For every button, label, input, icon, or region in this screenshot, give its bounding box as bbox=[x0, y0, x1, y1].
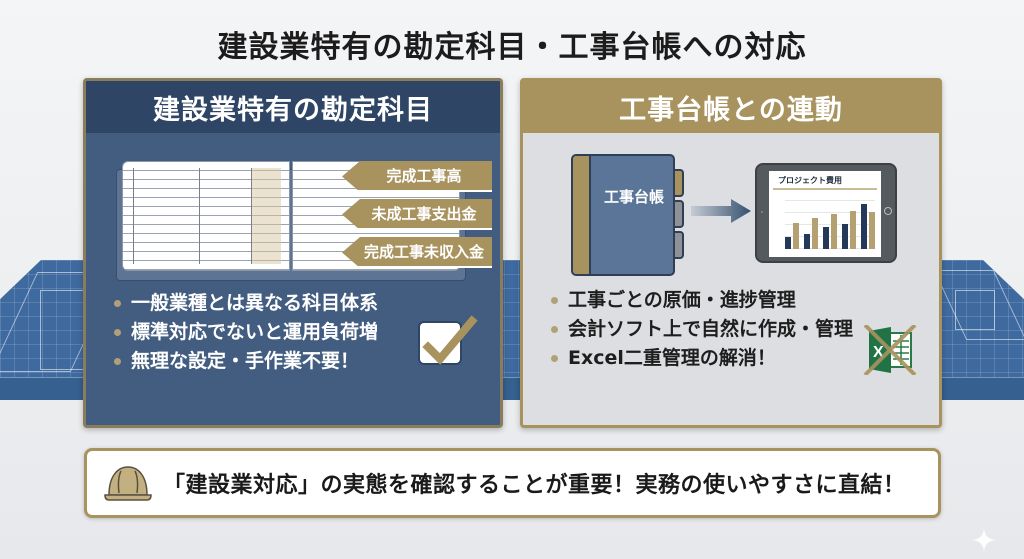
bar-group bbox=[804, 218, 818, 249]
binder-tab bbox=[675, 231, 684, 259]
bullet-item: Excel二重管理の解消！ bbox=[551, 344, 853, 373]
ledger-tag: 完成工事高 bbox=[342, 161, 492, 192]
bullet-dot-icon bbox=[114, 358, 121, 365]
page-title: 建設業特有の勘定科目・工事台帳への対応 bbox=[217, 30, 807, 65]
bar bbox=[831, 213, 837, 249]
ledger-tag: 完成工事未収入金 bbox=[342, 237, 492, 268]
bar-chart bbox=[785, 189, 875, 249]
binder-tab bbox=[675, 200, 684, 228]
bar bbox=[793, 223, 799, 249]
panel-heading: 工事台帳との連動 bbox=[523, 81, 939, 133]
bar bbox=[869, 212, 875, 249]
checkbox-check-icon bbox=[418, 315, 478, 365]
ledger-tag: 未成工事支出金 bbox=[342, 199, 492, 230]
hard-hat-icon bbox=[104, 466, 152, 501]
book-page-left bbox=[122, 161, 290, 271]
arrow-right-icon bbox=[691, 199, 751, 223]
binder-label: 工事台帳 bbox=[603, 188, 664, 206]
bar bbox=[804, 233, 810, 249]
tablet-chart-icon: プロジェクト費用 bbox=[755, 163, 897, 263]
binder-tab bbox=[675, 169, 684, 197]
tablet-home-button-icon bbox=[884, 207, 892, 215]
bullet-dot-icon bbox=[551, 297, 558, 304]
bar bbox=[785, 236, 791, 249]
bullet-list: 一般業種とは異なる科目体系 標準対応でないと運用負荷増 無理な設定・手作業不要！ bbox=[114, 289, 378, 376]
summary-callout: 「建設業対応」の実態を確認することが重要！実務の使いやすさに直結！ bbox=[84, 448, 941, 518]
bullet-item: 一般業種とは異なる科目体系 bbox=[114, 289, 378, 318]
svg-text:X: X bbox=[873, 344, 884, 361]
bullet-dot-icon bbox=[114, 329, 121, 336]
bar-group bbox=[785, 223, 799, 249]
construction-ledger-panel: 工事台帳との連動 工事台帳 プロジェクト費用 bbox=[520, 78, 942, 428]
bar bbox=[823, 226, 829, 249]
bullet-item: 無理な設定・手作業不要！ bbox=[114, 347, 378, 376]
open-ledger-book-illustration: 完成工事高 未成工事支出金 完成工事未収入金 bbox=[116, 159, 492, 281]
bar bbox=[812, 218, 818, 249]
account-titles-panel: 建設業特有の勘定科目 完成工事高 未成工事支出金 完成工事未収入金 一般業種とは… bbox=[83, 78, 503, 428]
bullet-list: 工事ごとの原価・進捗管理 会計ソフト上で自然に作成・管理 Excel二重管理の解… bbox=[551, 286, 853, 373]
excel-crossed-out-icon: X bbox=[863, 325, 917, 375]
bullet-dot-icon bbox=[551, 355, 558, 362]
tablet-screen: プロジェクト費用 bbox=[769, 171, 881, 257]
bar-group bbox=[861, 204, 875, 249]
bar bbox=[842, 224, 848, 249]
blueprint-line bbox=[955, 290, 995, 330]
bullet-dot-icon bbox=[551, 326, 558, 333]
bullet-dot-icon bbox=[114, 300, 121, 307]
bar-group bbox=[823, 213, 837, 249]
bar bbox=[861, 204, 867, 249]
sparkle-icon bbox=[972, 528, 996, 552]
bar-group bbox=[842, 210, 856, 249]
bullet-item: 工事ごとの原価・進捗管理 bbox=[551, 286, 853, 315]
bullet-item: 会計ソフト上で自然に作成・管理 bbox=[551, 315, 853, 344]
chart-title: プロジェクト費用 bbox=[773, 171, 877, 190]
bullet-item: 標準対応でないと運用負荷増 bbox=[114, 318, 378, 347]
bar bbox=[850, 210, 856, 249]
callout-text: 「建設業対応」の実態を確認することが重要！実務の使いやすさに直結！ bbox=[163, 473, 906, 498]
ledger-binder-icon: 工事台帳 bbox=[571, 154, 675, 276]
panel-heading: 建設業特有の勘定科目 bbox=[86, 81, 500, 133]
